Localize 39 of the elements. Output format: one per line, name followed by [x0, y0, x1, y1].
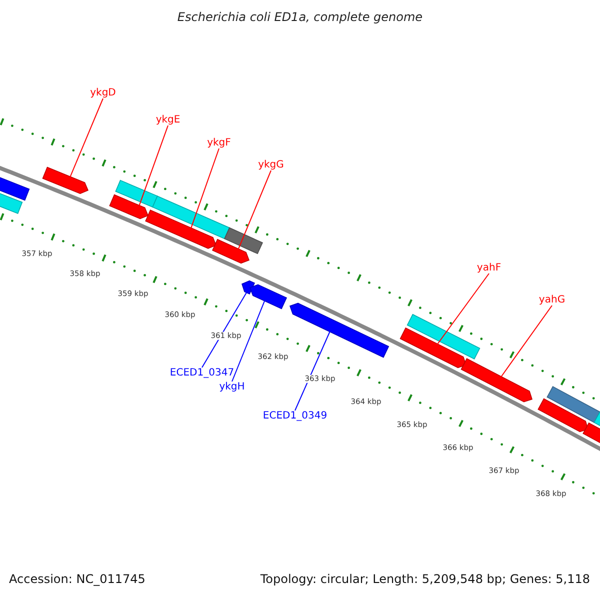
gene-block	[289, 302, 390, 358]
leader-line	[69, 98, 104, 178]
leader-line	[138, 125, 168, 207]
chart-title: Escherichia coli ED1a, complete genome	[176, 10, 424, 24]
gene-label: ykgF	[207, 138, 231, 148]
gene-bar	[224, 227, 263, 254]
leader-line	[232, 299, 266, 382]
footer-text: Accession: NC_011745	[9, 573, 146, 586]
gene-label: ECED1_0349	[262, 410, 328, 422]
gene-bar	[546, 386, 600, 423]
leader-line	[190, 148, 220, 230]
gene-block	[460, 358, 532, 402]
gene-block	[0, 176, 30, 201]
gene-block	[42, 166, 89, 194]
gene-bar	[152, 196, 230, 240]
gene-label: yahF	[476, 262, 502, 274]
gene-block	[242, 280, 255, 295]
gene-label: ykgD	[90, 88, 116, 98]
gene-block	[109, 194, 149, 220]
gene-label: yahG	[538, 294, 566, 306]
leader-line	[500, 305, 552, 378]
gene-block	[212, 238, 250, 264]
leader-line	[294, 330, 331, 411]
gene-bar	[0, 190, 23, 214]
gene-label: ykgG	[258, 160, 284, 170]
gene-bar	[115, 180, 158, 208]
gene-label: ykgE	[156, 114, 180, 126]
leader-line	[436, 273, 490, 346]
gene-block	[400, 327, 466, 368]
gene-block	[249, 284, 288, 310]
gene-label: ykgH	[219, 382, 245, 392]
gene-bar	[406, 314, 480, 360]
leader-line	[238, 170, 272, 250]
gene-block	[582, 422, 600, 446]
gene-label: ECED1_0347	[170, 368, 234, 378]
gene-block	[145, 210, 217, 249]
footer-text: Topology: circular; Length: 5,209,548 bp; Genes: 5,118	[260, 573, 590, 586]
gene-block	[538, 398, 588, 432]
leader-line	[202, 291, 248, 368]
